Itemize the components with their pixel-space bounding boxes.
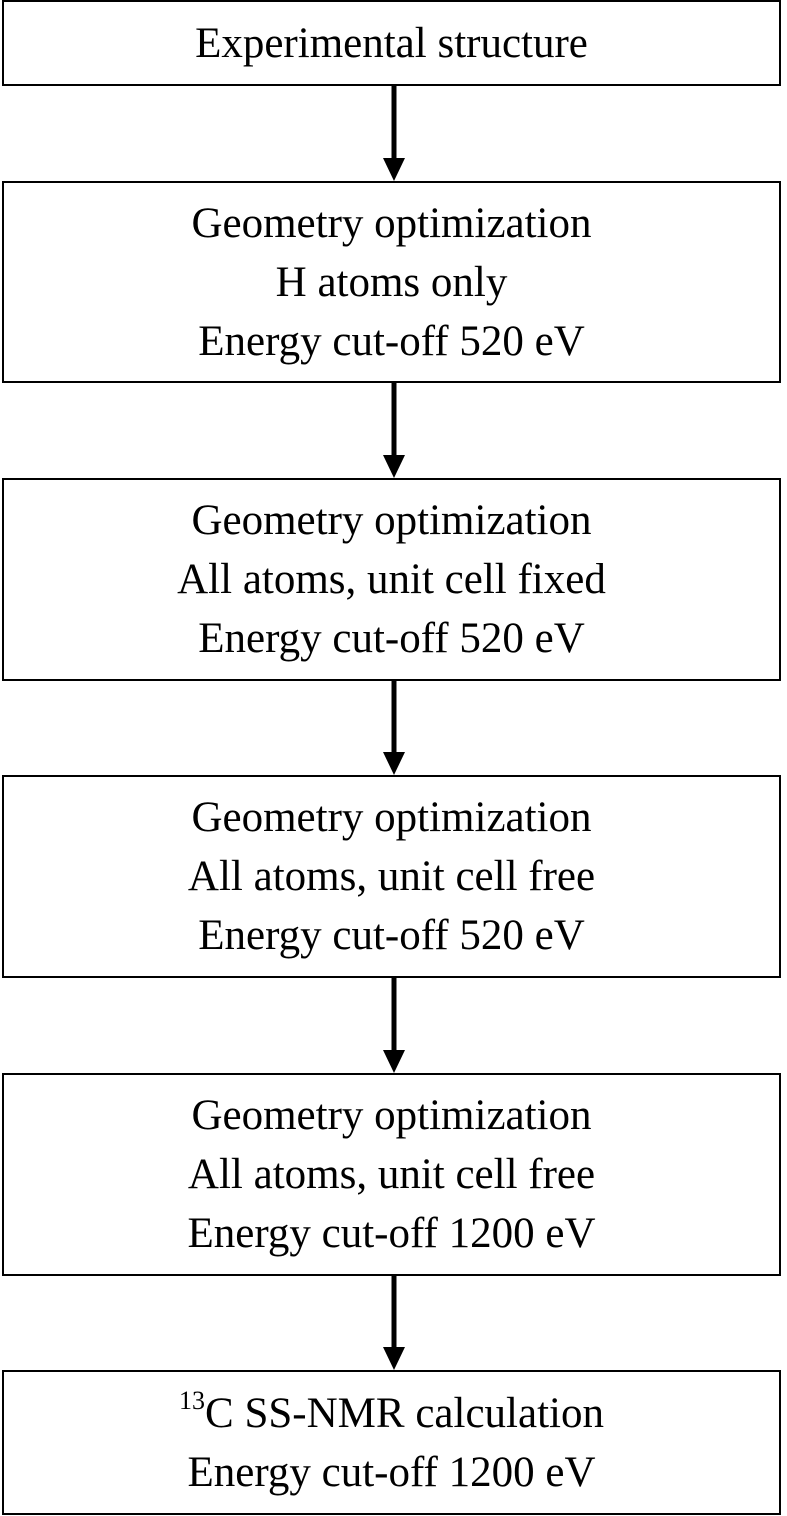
step-3-line-1: Geometry optimization (191, 497, 592, 544)
step-1-line-1: Experimental structure (195, 19, 588, 67)
step-ss-nmr-calculation: 13C SS-NMR calculation Energy cut-off 12… (2, 1370, 781, 1515)
step-geometry-optimization-cell-free-520: Geometry optimization All atoms, unit ce… (2, 775, 781, 978)
step-5-line-3: Energy cut-off 1200 eV (187, 1210, 596, 1257)
step-geometry-optimization-h-atoms: Geometry optimization H atoms only Energ… (2, 181, 781, 383)
step-2-line-2: H atoms only (275, 258, 508, 306)
arrow-3 (383, 681, 405, 775)
step-geometry-optimization-cell-fixed: Geometry optimization All atoms, unit ce… (2, 478, 781, 681)
step-2-line-1: Geometry optimization (191, 199, 592, 247)
step-2-line-3: Energy cut-off 520 eV (198, 317, 585, 365)
step-6-line-1-text: C SS-NMR calculation (205, 1389, 604, 1437)
step-experimental-structure: Experimental structure (2, 0, 781, 86)
step-6-line-2: Energy cut-off 1200 eV (187, 1448, 596, 1496)
isotope-superscript: 13 (179, 1385, 206, 1415)
step-geometry-optimization-cell-free-1200: Geometry optimization All atoms, unit ce… (2, 1073, 781, 1276)
step-4-line-3: Energy cut-off 520 eV (198, 912, 585, 959)
arrow-1 (383, 86, 405, 181)
arrow-4 (383, 978, 405, 1073)
step-3-line-3: Energy cut-off 520 eV (198, 615, 585, 662)
arrow-2 (383, 383, 405, 478)
step-5-line-2: All atoms, unit cell free (187, 1151, 596, 1198)
step-3-line-2: All atoms, unit cell fixed (177, 556, 606, 603)
step-5-line-1: Geometry optimization (191, 1092, 592, 1139)
step-4-line-2: All atoms, unit cell free (187, 853, 596, 900)
step-6-line-1: 13C SS-NMR calculation (179, 1384, 604, 1443)
arrow-5 (383, 1276, 405, 1370)
step-4-line-1: Geometry optimization (191, 794, 592, 841)
